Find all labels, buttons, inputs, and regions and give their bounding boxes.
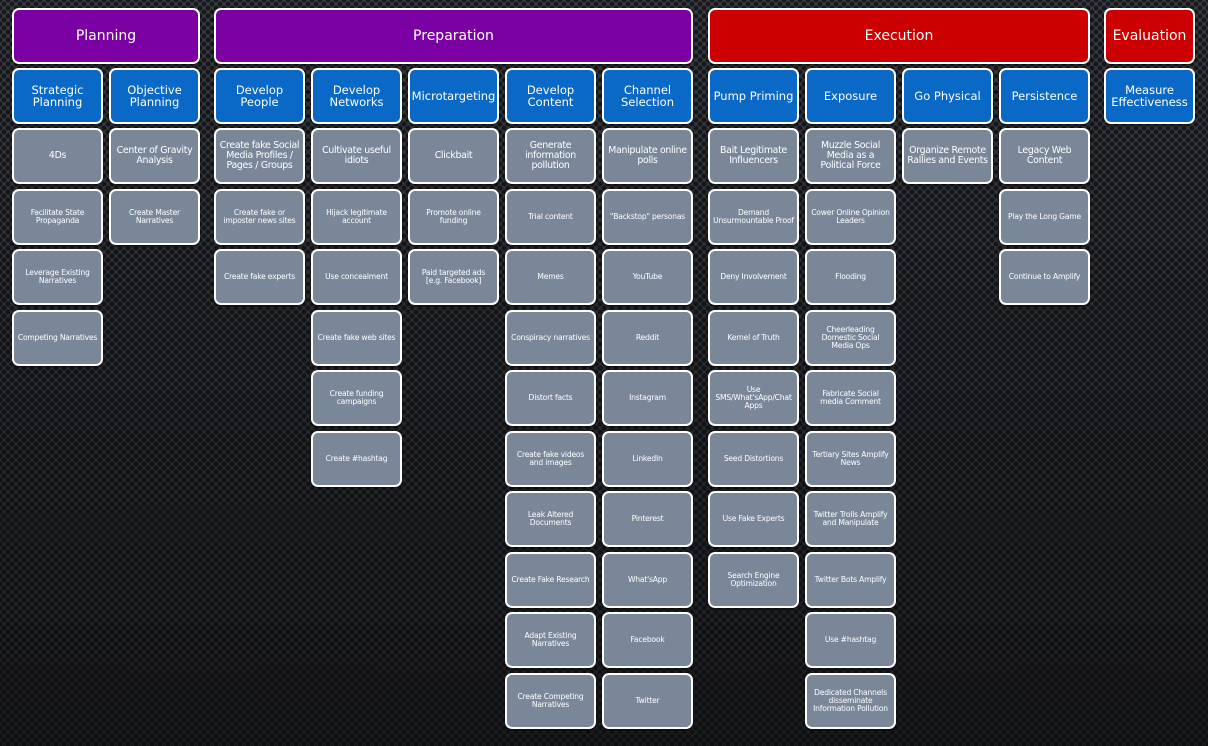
technique-card: Kernel of Truth [708, 310, 799, 366]
technique-card: Cultivate useful idiots [311, 128, 402, 184]
technique-card: Pinterest [602, 491, 693, 547]
technique-card: Dedicated Channels disseminate Informati… [805, 673, 896, 729]
technique-card: What'sApp [602, 552, 693, 608]
tactic-measure-effectiveness: Measure Effectiveness [1104, 68, 1195, 124]
technique-card: Use concealment [311, 249, 402, 305]
phase-execution: Execution [708, 8, 1090, 64]
tactic-pump-priming: Pump Priming [708, 68, 799, 124]
technique-card: Demand Unsurmountable Proof [708, 189, 799, 245]
technique-card: Flooding [805, 249, 896, 305]
tactic-objective-planning: Objective Planning [109, 68, 200, 124]
tactic-develop-people: Develop People [214, 68, 305, 124]
technique-card: LinkedIn [602, 431, 693, 487]
technique-card: Center of Gravity Analysis [109, 128, 200, 184]
technique-card: Instagram [602, 370, 693, 426]
technique-card: Cheerleading Domestic Social Media Ops [805, 310, 896, 366]
technique-card: YouTube [602, 249, 693, 305]
technique-card: Tertiary Sites Amplify News [805, 431, 896, 487]
technique-card: Leverage Existing Narratives [12, 249, 103, 305]
technique-card: 4Ds [12, 128, 103, 184]
tactic-persistence: Persistence [999, 68, 1090, 124]
technique-card: Fabricate Social media Comment [805, 370, 896, 426]
technique-card: Create fake videos and images [505, 431, 596, 487]
tactic-develop-networks: Develop Networks [311, 68, 402, 124]
technique-card: Create Fake Research [505, 552, 596, 608]
technique-card: Search Engine Optimization [708, 552, 799, 608]
tactic-exposure: Exposure [805, 68, 896, 124]
technique-card: Competing Narratives [12, 310, 103, 366]
technique-card: Use #hashtag [805, 612, 896, 668]
technique-card: Hijack legitimate account [311, 189, 402, 245]
technique-card: Legacy Web Content [999, 128, 1090, 184]
technique-card: Conspiracy narratives [505, 310, 596, 366]
technique-card: Seed Distortions [708, 431, 799, 487]
technique-card: Clickbait [408, 128, 499, 184]
technique-card: Deny Involvement [708, 249, 799, 305]
technique-card: Leak Altered Documents [505, 491, 596, 547]
technique-card: Facebook [602, 612, 693, 668]
technique-card: Facilitate State Propaganda [12, 189, 103, 245]
technique-card: Paid targeted ads [e.g. Facebook] [408, 249, 499, 305]
tactic-go-physical: Go Physical [902, 68, 993, 124]
technique-card: Twitter Trolls Amplify and Manipulate [805, 491, 896, 547]
technique-card: Promote online funding [408, 189, 499, 245]
technique-card: "Backstop" personas [602, 189, 693, 245]
technique-card: Memes [505, 249, 596, 305]
technique-card: Create fake Social Media Profiles / Page… [214, 128, 305, 184]
technique-card: Organize Remote Rallies and Events [902, 128, 993, 184]
technique-card: Create Master Narratives [109, 189, 200, 245]
technique-card: Continue to Amplify [999, 249, 1090, 305]
technique-card: Play the Long Game [999, 189, 1090, 245]
technique-card: Cower Online Opinion Leaders [805, 189, 896, 245]
technique-card: Create fake or imposter news sites [214, 189, 305, 245]
technique-card: Adapt Existing Narratives [505, 612, 596, 668]
tactic-develop-content: Develop Content [505, 68, 596, 124]
phase-planning: Planning [12, 8, 200, 64]
technique-card: Twitter Bots Amplify [805, 552, 896, 608]
technique-card: Twitter [602, 673, 693, 729]
technique-card: Create #hashtag [311, 431, 402, 487]
technique-card: Create fake web sites [311, 310, 402, 366]
technique-card: Manipulate online polls [602, 128, 693, 184]
technique-card: Use SMS/What'sApp/Chat Apps [708, 370, 799, 426]
technique-card: Create funding campaigns [311, 370, 402, 426]
technique-card: Use Fake Experts [708, 491, 799, 547]
technique-card: Reddit [602, 310, 693, 366]
tactic-microtargeting: Microtargeting [408, 68, 499, 124]
technique-card: Create fake experts [214, 249, 305, 305]
technique-card: Muzzle Social Media as a Political Force [805, 128, 896, 184]
technique-card: Bait Legitimate Influencers [708, 128, 799, 184]
phase-preparation: Preparation [214, 8, 693, 64]
technique-card: Create Competing Narratives [505, 673, 596, 729]
tactic-strategic-planning: Strategic Planning [12, 68, 103, 124]
tactic-channel-selection: Channel Selection [602, 68, 693, 124]
phase-evaluation: Evaluation [1104, 8, 1195, 64]
technique-card: Trial content [505, 189, 596, 245]
technique-card: Generate information pollution [505, 128, 596, 184]
technique-card: Distort facts [505, 370, 596, 426]
